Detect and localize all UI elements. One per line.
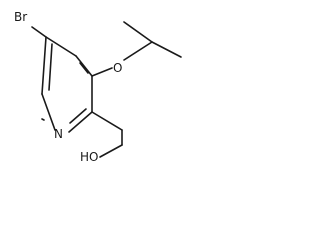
pyridine-ring xyxy=(41,36,93,133)
bond-c5-br xyxy=(31,26,47,38)
molecule-structure: Br N O HO xyxy=(14,10,182,164)
bond-c5-c4 xyxy=(45,36,77,57)
double-bond-c6-c5 xyxy=(48,43,53,91)
bond-c3-o xyxy=(91,67,113,77)
bond-c2-n1 xyxy=(68,111,93,133)
bond-o-ch xyxy=(123,41,153,61)
bond-ch-me2 xyxy=(151,41,182,58)
ring-nitrogen-label: N xyxy=(54,127,63,141)
bond-c4-c3 xyxy=(75,55,93,77)
bond-n1-c6-main xyxy=(41,93,56,131)
bond-oh-link xyxy=(99,144,123,158)
bond-c6-c5 xyxy=(41,36,47,95)
bromine-label: Br xyxy=(14,10,27,24)
ether-oxygen-label: O xyxy=(113,61,122,75)
bond-n1-c6 xyxy=(41,118,45,121)
double-bond-c4-c3 xyxy=(79,62,89,74)
bond-ch-me1 xyxy=(123,21,153,43)
bond-c2-ch2 xyxy=(91,111,123,131)
hydroxyl-label: HO xyxy=(80,150,98,164)
double-bond-c2-n1 xyxy=(69,108,87,124)
